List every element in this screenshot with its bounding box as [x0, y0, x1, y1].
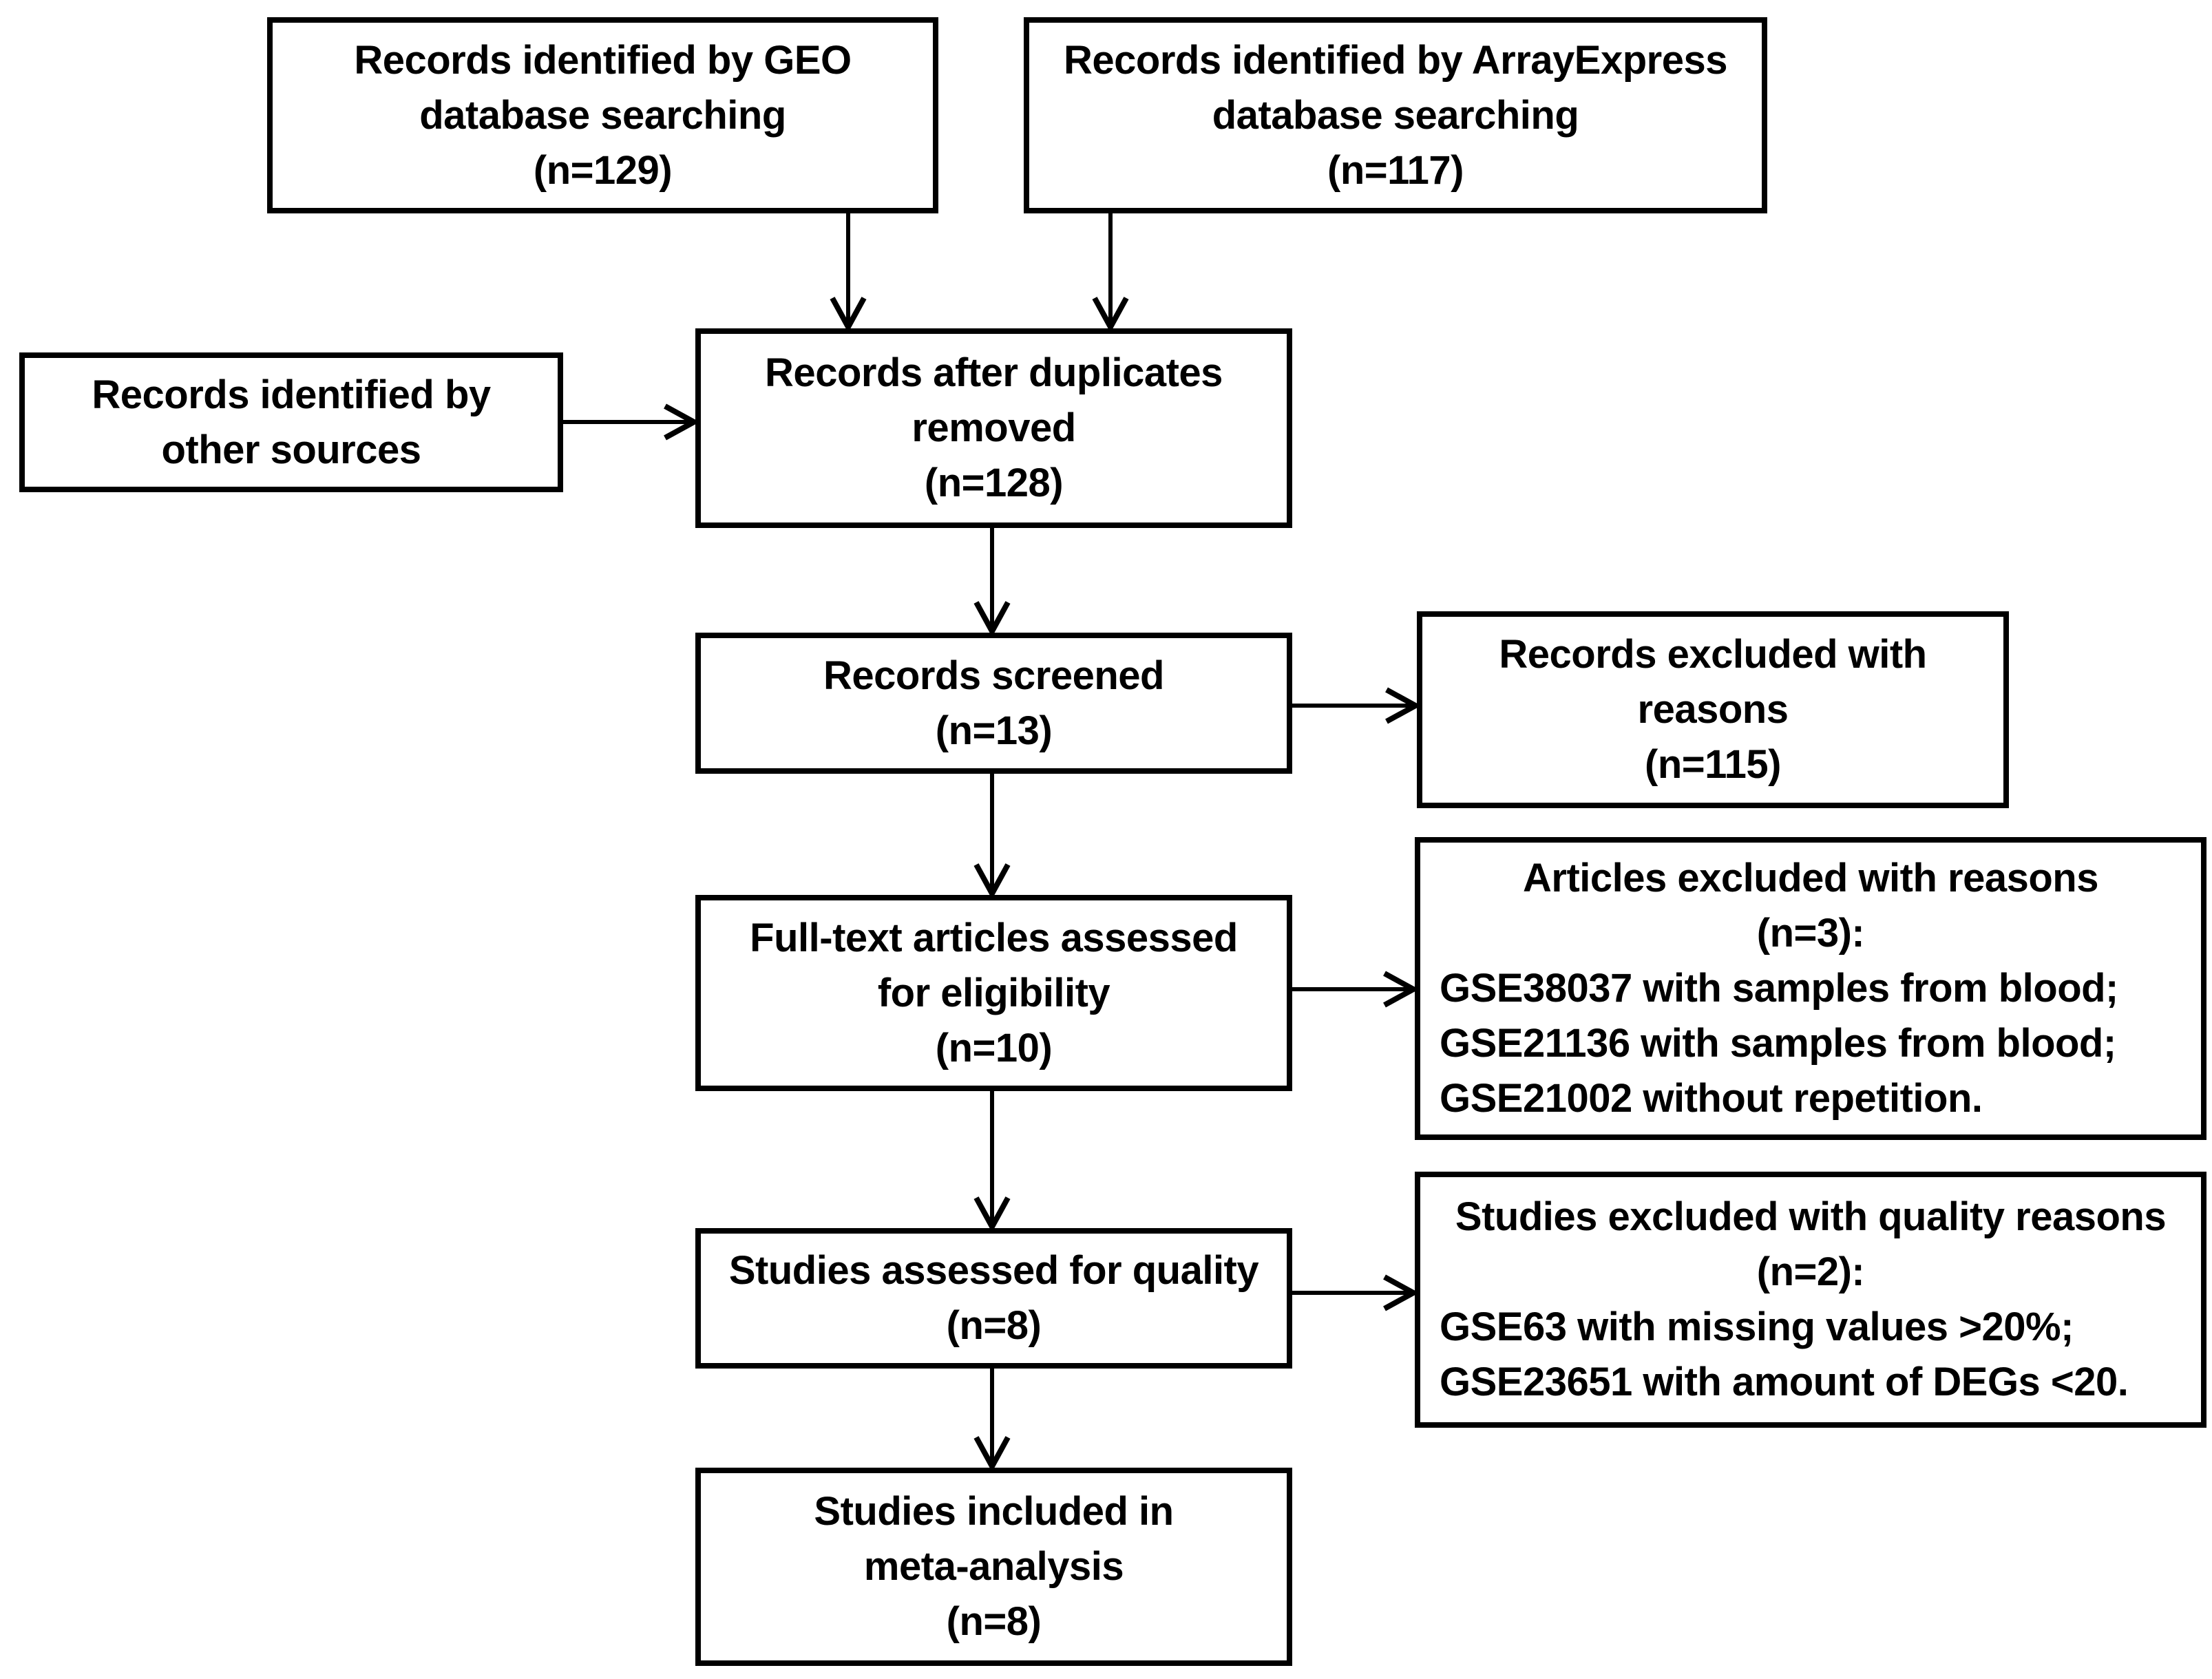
box-count-line: (n=115) [1645, 742, 1782, 787]
box-studies-assessed-quality: Studies assessed for quality (n=8) [695, 1228, 1292, 1369]
box-text-line: Records after duplicates [765, 350, 1223, 395]
box-text-line: Studies assessed for quality [728, 1248, 1259, 1293]
box-text-line: other sources [161, 427, 421, 472]
excluded-study-reason: GSE21136 with samples from blood; [1440, 1021, 2116, 1066]
arrow-quality-to-included [973, 1366, 1011, 1472]
box-count-line: (n=10) [935, 1025, 1053, 1070]
box-text-line: database searching [1212, 92, 1579, 138]
box-text-line: Records screened [823, 653, 1164, 698]
box-records-excluded: Records excluded with reasons (n=115) [1417, 611, 2009, 808]
box-studies-excluded: Studies excluded with quality reasons (n… [1415, 1172, 2206, 1428]
box-studies-included: Studies included in meta-analysis (n=8) [695, 1468, 1292, 1666]
arrow-arrayexpress-to-duplicates [1092, 209, 1129, 333]
box-text-line: reasons [1637, 687, 1789, 732]
arrow-screened-to-records-excluded [1289, 687, 1422, 724]
box-articles-excluded: Articles excluded with reasons (n=3): GS… [1415, 837, 2206, 1140]
box-count-line: (n=8) [946, 1599, 1042, 1644]
box-text-line: for eligibility [877, 970, 1110, 1015]
box-text-line: database searching [419, 92, 786, 138]
box-text-line: Records identified by [92, 372, 491, 417]
box-records-arrayexpress: Records identified by ArrayExpress datab… [1024, 17, 1767, 213]
box-text-line: Studies excluded with quality reasons [1455, 1194, 2167, 1239]
box-count-line: (n=2): [1756, 1249, 1865, 1294]
box-fulltext-assessed: Full-text articles assessed for eligibil… [695, 895, 1292, 1091]
box-text-line: Records identified by GEO [354, 37, 852, 83]
box-text-line: Records identified by ArrayExpress [1064, 37, 1728, 83]
box-count-line: (n=129) [533, 147, 673, 193]
box-records-screened: Records screened (n=13) [695, 633, 1292, 774]
box-duplicates-removed: Records after duplicates removed (n=128) [695, 328, 1292, 528]
arrow-geo-to-duplicates [830, 209, 867, 333]
box-records-other-sources: Records identified by other sources [19, 352, 563, 492]
excluded-study-reason: GSE63 with missing values >20%; [1440, 1305, 2074, 1349]
arrow-fulltext-to-articles-excluded [1289, 971, 1420, 1008]
arrow-fulltext-to-quality [973, 1088, 1011, 1233]
box-text-line: Articles excluded with reasons [1523, 856, 2098, 900]
box-count-line: (n=3): [1756, 911, 1865, 955]
arrow-quality-to-studies-excluded [1289, 1274, 1420, 1311]
box-text-line: meta-analysis [863, 1544, 1124, 1589]
box-text-line: removed [912, 405, 1076, 450]
arrow-screened-to-fulltext [973, 771, 1011, 900]
box-records-geo: Records identified by GEO database searc… [267, 17, 938, 213]
box-text-line: Studies included in [814, 1489, 1174, 1534]
box-count-line: (n=117) [1327, 147, 1464, 193]
excluded-study-reason: GSE38037 with samples from blood; [1440, 966, 2118, 1011]
box-count-line: (n=13) [935, 708, 1053, 753]
box-count-line: (n=128) [924, 461, 1064, 505]
box-text-line: Records excluded with [1499, 632, 1927, 677]
excluded-study-reason: GSE21002 without repetition. [1440, 1076, 1983, 1121]
arrow-other-sources-to-duplicates [561, 403, 700, 441]
arrow-duplicates-to-screened [973, 525, 1011, 637]
box-count-line: (n=8) [946, 1303, 1042, 1348]
excluded-study-reason: GSE23651 with amount of DEGs <20. [1440, 1360, 2129, 1404]
box-text-line: Full-text articles assessed [750, 915, 1238, 960]
